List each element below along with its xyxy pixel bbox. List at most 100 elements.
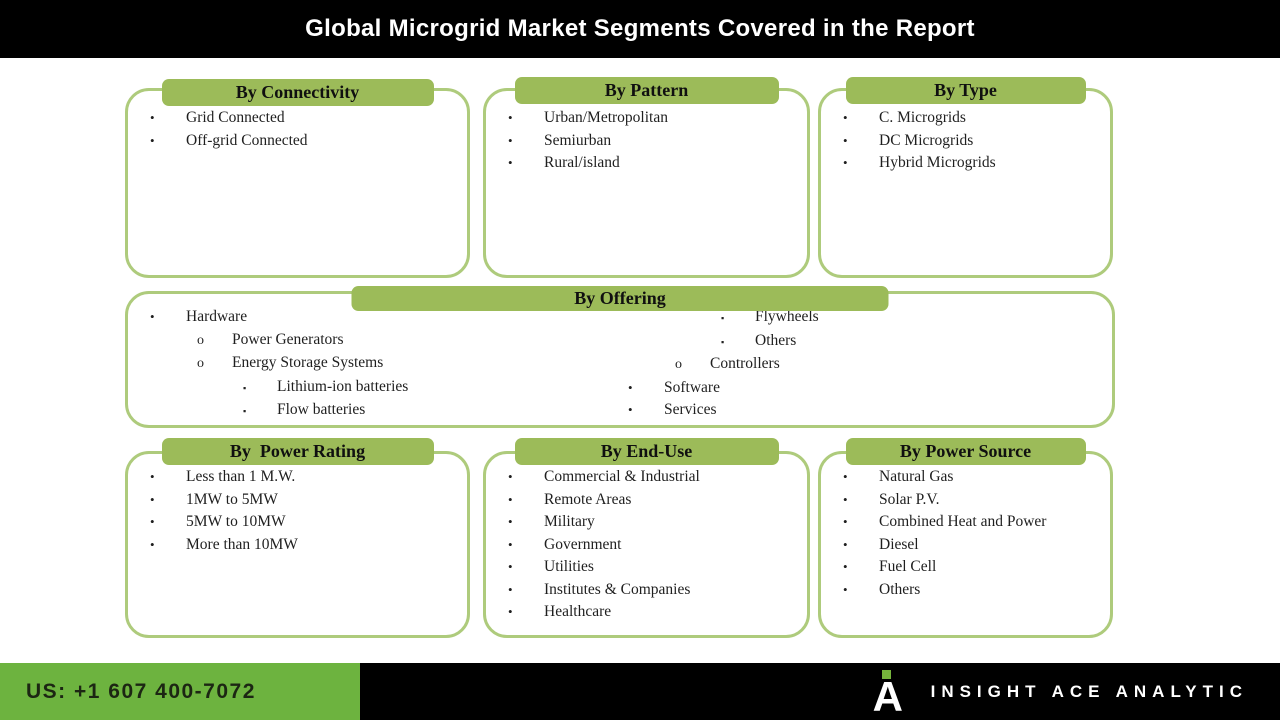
segment-list-power-rating: • Less than 1 M.W. • 1MW to 5MW •5MW to 10MW… <box>128 454 467 556</box>
list-item-text: Government <box>544 535 622 553</box>
bullet-marker: • <box>843 491 848 507</box>
segment-box-power-source: By Power Source •Natural Gas•Solar P.V.•… <box>818 438 1113 638</box>
list-item: • C. Microgrids <box>821 107 1110 130</box>
bullet-marker: • <box>508 132 513 148</box>
list-item-text: Others <box>755 331 797 349</box>
list-item-text: Military <box>544 513 595 530</box>
list-item: • Others <box>821 579 1110 602</box>
list-item: •Hybrid Microgrids <box>821 152 1110 175</box>
brand-logo-icon: A <box>873 666 907 718</box>
bullet-marker: • <box>843 155 848 170</box>
segment-title-type: By Type <box>845 77 1086 104</box>
list-item-text: Healthcare <box>544 603 612 620</box>
list-item-text: Flow batteries <box>277 401 366 418</box>
list-item-text: DC Microgrids <box>879 131 974 149</box>
bullet-marker: • <box>150 132 155 148</box>
bullet-marker: • <box>508 155 513 170</box>
list-item-text: 1MW to 5MW <box>186 490 278 508</box>
list-item: • Less than 1 M.W. <box>128 466 467 489</box>
bullet-marker: o <box>197 332 204 348</box>
bullet-marker: • <box>508 110 513 125</box>
list-item-text: Flywheels <box>755 308 819 325</box>
segment-list-type: • C. Microgrids • DC Microgrids •Hybrid Micr… <box>821 91 1110 175</box>
list-item-text: Diesel <box>879 535 919 553</box>
list-item-text: Fuel Cell <box>879 558 937 575</box>
bullet-marker: • <box>843 581 848 597</box>
list-item-text: More than 10MW <box>186 535 298 553</box>
list-item: • DC Microgrids <box>821 130 1110 153</box>
footer-bar: US: +1 607 400-7072 A INSIGHT ACE ANALYT… <box>0 663 1280 720</box>
list-item: •Grid Connected <box>128 107 467 130</box>
list-item-text: Natural Gas <box>879 468 954 485</box>
segment-list-power-source: • Natural Gas • Solar P.V. • Combined Heat an… <box>821 454 1110 601</box>
list-item-text: Institutes & Companies <box>544 580 691 598</box>
list-item: o Energy Storage Systems <box>175 352 606 376</box>
bullet-marker: • <box>508 514 513 529</box>
logo-letter: A <box>872 672 903 720</box>
segment-title-offering: By Offering <box>351 286 889 311</box>
list-item: •More than 10MW <box>128 534 467 557</box>
bullet-marker: • <box>150 491 155 507</box>
segment-title-connectivity: By Connectivity <box>161 79 434 106</box>
list-item-text: Lithium-ion batteries <box>277 377 409 395</box>
logo-green-dot <box>881 669 891 679</box>
bullet-marker: o <box>675 357 682 372</box>
list-item: •Diesel <box>821 534 1110 557</box>
list-item-text: Utilities <box>544 558 594 575</box>
bullet-marker: ▪ <box>721 313 725 323</box>
bullet-marker: o <box>197 356 204 371</box>
list-item: ▪ Others <box>699 330 1112 354</box>
page-title: Global Microgrid Market Segments Covered… <box>305 15 975 42</box>
segment-title-pattern: By Pattern <box>514 77 779 104</box>
list-item: •Semiurban <box>486 130 807 153</box>
list-item-text: Less than 1 M.W. <box>186 468 296 485</box>
list-item: • Fuel Cell <box>821 556 1110 579</box>
list-item: •Hardware <box>128 306 606 329</box>
bullet-marker: • <box>508 536 513 552</box>
bullet-marker: • <box>150 469 155 484</box>
list-item: • 1MW to 5MW <box>128 489 467 512</box>
list-item: ▪ Lithium-ion batteries <box>221 376 606 400</box>
list-item-text: C. Microgrids <box>879 109 966 126</box>
segment-title-end-use: By End-Use <box>514 438 779 465</box>
list-item-text: Urban/Metropolitan <box>544 109 668 126</box>
list-item: •Healthcare <box>486 601 807 624</box>
bullet-marker: ▪ <box>721 336 725 347</box>
segment-box-connectivity: By Connectivity •Grid Connected•Off-grid… <box>125 79 470 278</box>
bullet-marker: ▪ <box>243 406 247 416</box>
list-item: •Remote Areas <box>486 489 807 512</box>
list-item-text: Energy Storage Systems <box>232 354 384 371</box>
list-item-text: Others <box>879 580 921 598</box>
segment-box-end-use: By End-Use •Commercial & Industrial•Remo… <box>483 438 810 638</box>
list-item: •Services <box>606 399 1112 422</box>
phone-banner: US: +1 607 400-7072 <box>0 663 360 720</box>
list-item-text: Software <box>664 378 720 396</box>
list-item-text: Solar P.V. <box>879 490 940 508</box>
bullet-marker: • <box>508 491 513 507</box>
bullet-marker: • <box>843 132 848 148</box>
list-item-text: Hardware <box>186 308 248 325</box>
bullet-marker: • <box>843 110 848 125</box>
list-item: •Off-grid Connected <box>128 130 467 153</box>
list-item: ▪ Flywheels <box>699 306 1112 330</box>
bullet-marker: • <box>843 559 848 574</box>
list-item: ▪ Flow batteries <box>221 399 606 423</box>
segment-list-pattern: •Urban/Metropolitan•Semiurban•Rural/isla… <box>486 91 807 175</box>
brand-name: INSIGHT ACE ANALYTIC <box>930 681 1248 701</box>
list-item: • Government <box>486 534 807 557</box>
list-item-text: Grid Connected <box>186 109 285 126</box>
bullet-marker: • <box>843 469 848 484</box>
phone-number: US: +1 607 400-7072 <box>26 679 256 703</box>
list-item: •5MW to 10MW <box>128 511 467 534</box>
brand-block: A INSIGHT ACE ANALYTIC <box>873 663 1248 720</box>
bullet-marker: ▪ <box>243 382 247 393</box>
list-item-text: Combined Heat and Power <box>879 513 1047 530</box>
bullet-marker: • <box>508 581 513 597</box>
